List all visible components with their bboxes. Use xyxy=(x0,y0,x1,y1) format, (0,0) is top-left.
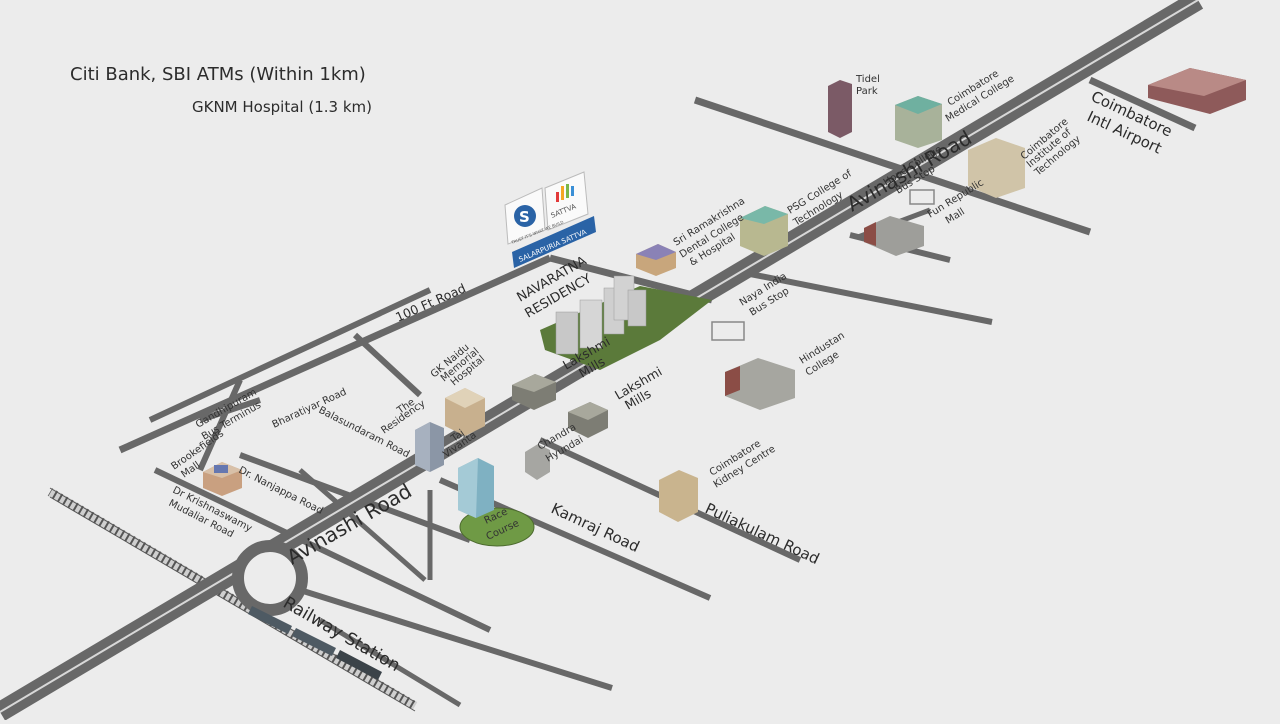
road-east-lower xyxy=(729,267,993,325)
railway-track xyxy=(47,488,418,710)
road-bharatiyar xyxy=(148,287,432,423)
atm-note: Citi Bank, SBI ATMs (Within 1km) xyxy=(70,64,366,85)
race-course xyxy=(459,507,535,547)
gk-naidu-hospital-building xyxy=(445,388,485,436)
road-balasundaram xyxy=(153,467,492,633)
roundabout xyxy=(232,540,308,616)
balasundaram-road-label: Balasundaram Road xyxy=(317,405,412,460)
road-lower-link xyxy=(298,468,427,582)
lakshmi-mills-building-b xyxy=(568,402,608,438)
chandra-hyundai-building xyxy=(525,444,550,480)
tidel-park-label: Park xyxy=(856,86,878,97)
puliakulam-road-label: Puliakulam Road xyxy=(702,499,822,568)
road-south xyxy=(299,587,613,691)
tidel-park-label: Tidel xyxy=(855,74,880,85)
road-station xyxy=(318,617,462,708)
hope-college-bus-stop xyxy=(909,189,935,205)
hindustan-college-building xyxy=(725,358,795,410)
logo-panel-right xyxy=(544,171,589,231)
taj-vivanta-building xyxy=(415,422,444,472)
psg-college-building xyxy=(740,206,788,256)
road-airport xyxy=(1088,76,1197,132)
train xyxy=(248,606,382,680)
medical-college-building xyxy=(895,96,942,148)
logo-s-letter: S xyxy=(519,208,530,226)
logo-s-mark xyxy=(514,205,536,227)
brand-banner xyxy=(512,216,596,268)
fun-republic-mall-building xyxy=(864,216,924,256)
brookefields-mall-building xyxy=(203,462,242,496)
road-tidel xyxy=(693,96,1092,236)
kidney-centre-building xyxy=(659,470,698,522)
ramakrishna-dental-building xyxy=(636,244,676,276)
naya-india-bus-stop xyxy=(711,321,745,341)
hospital-distance-note: GKNM Hospital (1.3 km) xyxy=(192,98,372,116)
road-krishnaswamy xyxy=(197,378,243,472)
road-gandhipuram xyxy=(199,397,261,423)
glass-tower-building xyxy=(458,458,494,518)
road-mill-lane xyxy=(352,332,423,398)
railway-rail xyxy=(49,496,416,712)
airport-building xyxy=(1148,68,1246,114)
navaratna-residency-towers xyxy=(540,275,712,370)
lakshmi-mills-building-a xyxy=(512,374,556,410)
sattva-logo-bars xyxy=(556,184,574,202)
tidel-park-building xyxy=(828,80,852,138)
cit-building xyxy=(968,138,1025,198)
project-sign: S SATTVA TRUST IT'S WHAT WE BUILD SALARP… xyxy=(504,171,596,268)
road-100ft xyxy=(118,254,552,454)
